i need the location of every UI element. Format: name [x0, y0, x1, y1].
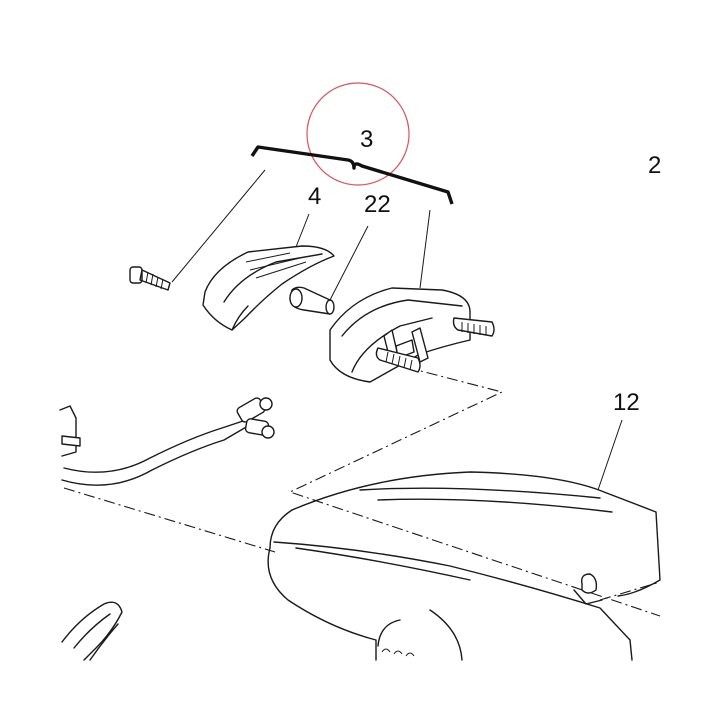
leader-lines [171, 169, 623, 491]
bulb [289, 286, 335, 315]
lamp-housing [329, 287, 495, 383]
callout-22: 22 [364, 191, 391, 218]
assembly-dash-lines [63, 361, 661, 617]
lens-cover [202, 245, 335, 331]
highlight-circle [306, 82, 410, 186]
assembly-brace [250, 145, 454, 205]
strap-fragment [61, 601, 123, 661]
wiring-harness [61, 397, 275, 486]
callout-4: 4 [308, 183, 321, 210]
callout-2-partial: 2 [648, 152, 661, 179]
mount-bracket [59, 405, 81, 457]
callout-12: 12 [613, 389, 640, 416]
screw [129, 266, 171, 291]
callout-3: 3 [360, 126, 373, 153]
rear-fender [267, 471, 661, 661]
